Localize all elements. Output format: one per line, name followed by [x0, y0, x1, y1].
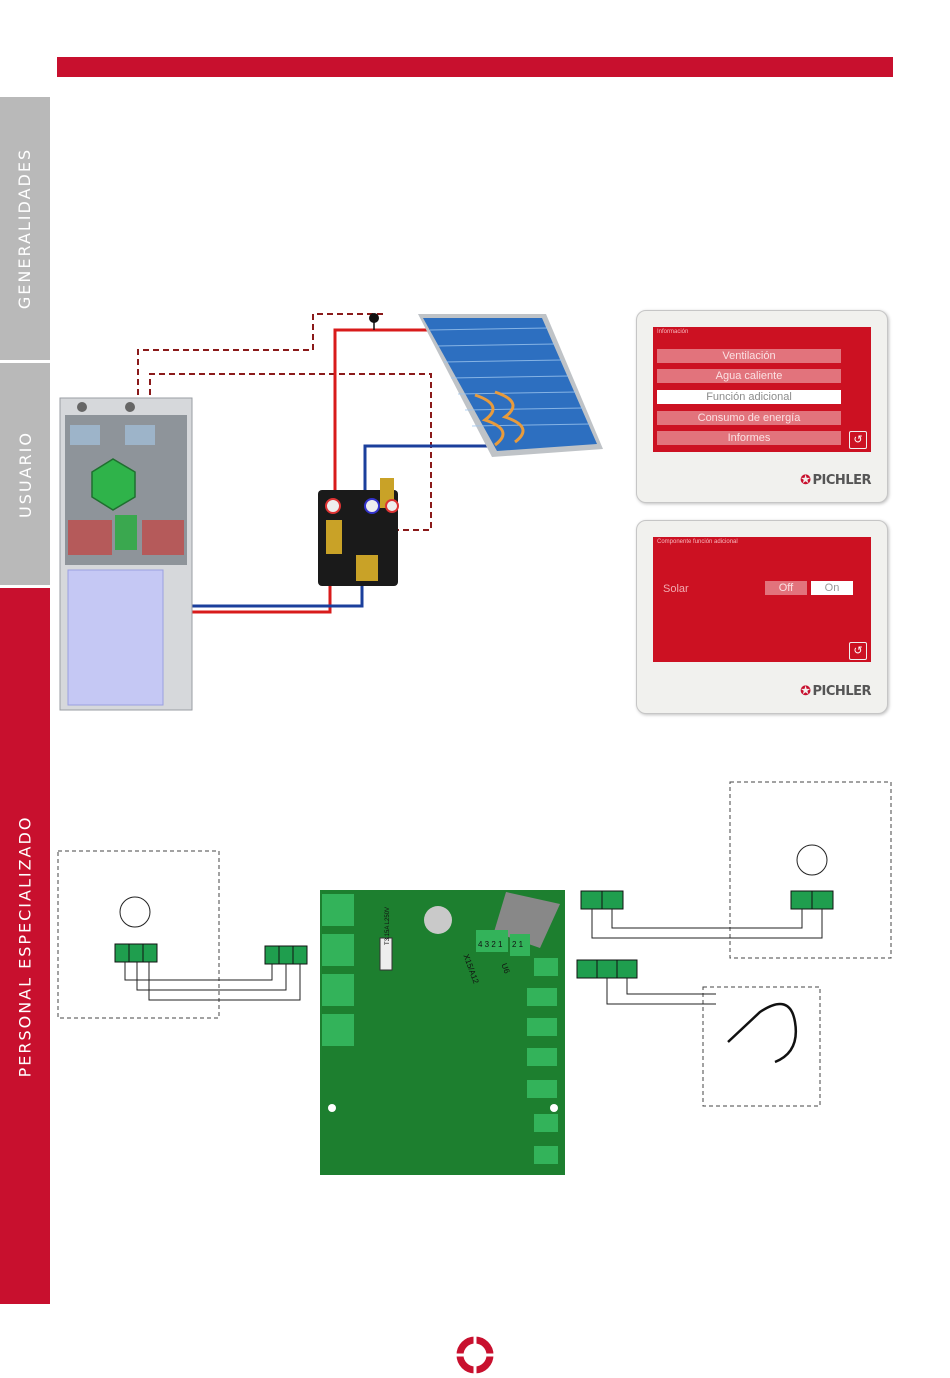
- footer-logo-icon: [456, 1336, 494, 1374]
- pcb-fuse-label: T3.15A L250V: [385, 907, 391, 945]
- brand-logo: ✪PICHLER: [800, 473, 871, 488]
- control-display-info: Información Ventilación Agua caliente Fu…: [636, 310, 888, 503]
- solar-off-button[interactable]: Off: [765, 581, 807, 595]
- pcb-x16-numbers: 2 1: [512, 940, 523, 949]
- solar-label: Solar: [663, 583, 689, 595]
- terminal-left-sensor: [115, 944, 157, 962]
- menu-item-funcion-adicional[interactable]: Función adicional: [657, 390, 841, 404]
- control-display-solar: Componente función adicional Solar Off O…: [636, 520, 888, 714]
- solar-pump-station: [318, 478, 398, 586]
- solar-on-button[interactable]: On: [811, 581, 853, 595]
- display-screen-info: Información Ventilación Agua caliente Fu…: [653, 327, 871, 452]
- back-icon[interactable]: ↺: [849, 431, 867, 449]
- display-screen-solar: Componente función adicional Solar Off O…: [653, 537, 871, 662]
- logo-ring-icon: ✪: [800, 473, 810, 488]
- sensor-box-left: [58, 851, 219, 1018]
- menu-item-ventilacion[interactable]: Ventilación: [657, 349, 841, 363]
- logo-ring-icon: ✪: [800, 684, 810, 699]
- back-icon[interactable]: ↺: [849, 642, 867, 660]
- solar-collector: [418, 314, 603, 457]
- probe-box: [703, 987, 820, 1106]
- control-board-pcb: [320, 890, 565, 1175]
- menu-item-consumo-energia[interactable]: Consumo de energía: [657, 411, 841, 425]
- display-title: Componente función adicional: [657, 539, 738, 545]
- terminal-left-board: [265, 946, 307, 964]
- ventilation-heat-pump-unit: [60, 398, 192, 710]
- terminal-probe-board: [577, 960, 637, 978]
- temperature-probe: [728, 1004, 796, 1062]
- menu-item-informes[interactable]: Informes: [657, 431, 841, 445]
- sensor-right: [797, 845, 827, 875]
- brand-logo: ✪PICHLER: [800, 684, 871, 699]
- pcb-x15-numbers: 4 3 2 1: [478, 940, 502, 949]
- menu-item-agua-caliente[interactable]: Agua caliente: [657, 369, 841, 383]
- display-title: Información: [657, 329, 688, 335]
- sensor-left: [120, 897, 150, 927]
